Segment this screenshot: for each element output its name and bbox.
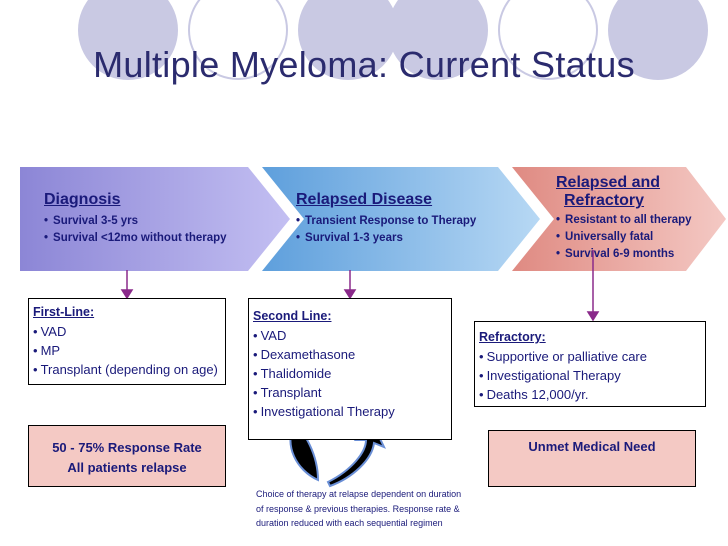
stage-refractory-item: Resistant to all therapy — [556, 212, 692, 229]
first-line-item: MP — [33, 341, 221, 360]
stage-diagnosis-item: Survival <12mo without therapy — [44, 230, 227, 247]
stage-relapsed-label: Relapsed Disease — [296, 191, 433, 208]
unmet-need-box: Unmet Medical Need — [488, 430, 696, 487]
unmet-need-text: Unmet Medical Need — [528, 439, 656, 454]
first-line-item: Transplant (depending on age) — [33, 360, 221, 379]
refractory-item: Investigational Therapy — [479, 366, 701, 385]
relapse-line: All patients relapse — [67, 460, 187, 475]
response-rate-line: 50 - 75% Response Rate — [52, 440, 202, 455]
stage-refractory-label-1: Relapsed and — [556, 174, 661, 191]
slide-title: Multiple Myeloma: Current Status — [93, 44, 635, 85]
decor-circle-6 — [608, 0, 708, 80]
refractory-item: Deaths 12,000/yr. — [479, 385, 701, 404]
response-rate-box: 50 - 75% Response Rate All patients rela… — [28, 425, 226, 487]
stage-diagnosis: Diagnosis Survival 3-5 yrs Survival <12m… — [44, 191, 227, 247]
refractory-heading: Refractory: — [479, 330, 546, 344]
decor-circle-3 — [298, 0, 398, 80]
second-line-item: Transplant — [253, 383, 447, 402]
stage-refractory-label-2: Refractory — [564, 192, 645, 209]
stage-refractory-item: Universally fatal — [556, 229, 692, 246]
refractory-box: Refractory: Supportive or palliative car… — [474, 321, 706, 407]
stage-relapsed: Relapsed Disease Transient Response to T… — [296, 191, 476, 247]
refractory-item: Supportive or palliative care — [479, 347, 701, 366]
second-line-box: Second Line: VAD Dexamethasone Thalidomi… — [248, 298, 452, 440]
stage-relapsed-item: Survival 1-3 years — [296, 230, 476, 247]
stage-diagnosis-item: Survival 3-5 yrs — [44, 213, 227, 230]
second-line-item: Thalidomide — [253, 364, 447, 383]
decor-circle-1 — [78, 0, 178, 80]
second-line-item: Investigational Therapy — [253, 402, 447, 421]
second-line-item: VAD — [253, 326, 447, 345]
second-line-heading: Second Line: — [253, 309, 332, 323]
relapse-note: Choice of therapy at relapse dependent o… — [256, 489, 462, 528]
first-line-item: VAD — [33, 322, 221, 341]
stage-diagnosis-label: Diagnosis — [44, 191, 121, 208]
decor-circle-4 — [388, 0, 488, 80]
stage-relapsed-item: Transient Response to Therapy — [296, 213, 476, 230]
second-line-item: Dexamethasone — [253, 345, 447, 364]
first-line-heading: First-Line: — [33, 305, 95, 319]
first-line-box: First-Line: VAD MP Transplant (depending… — [28, 298, 226, 385]
